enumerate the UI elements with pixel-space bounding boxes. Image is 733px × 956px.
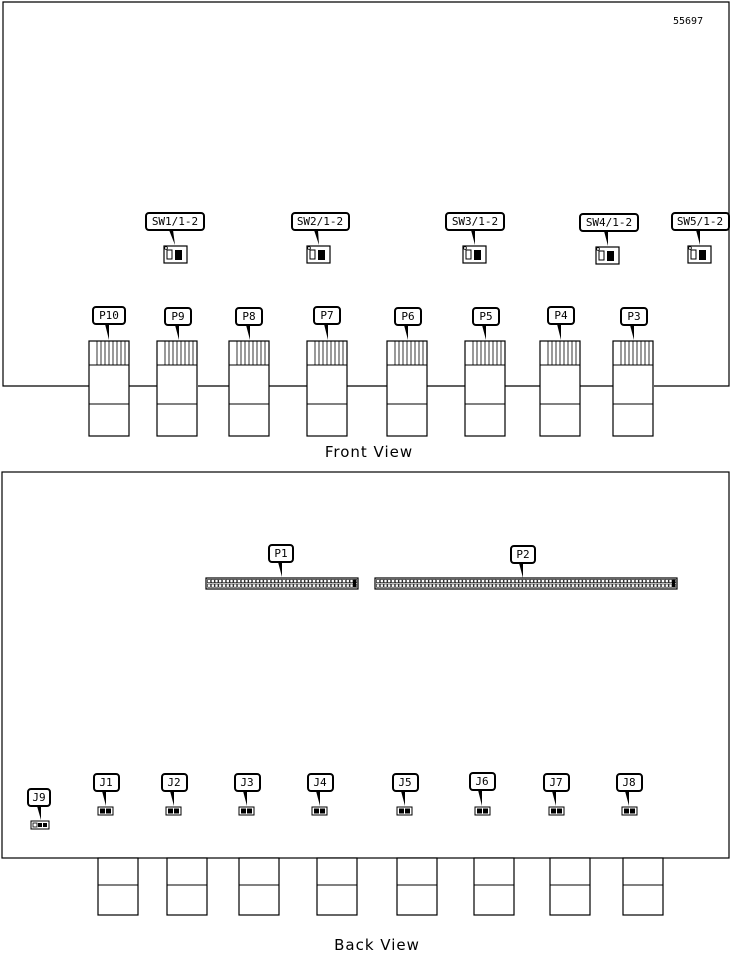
callout-sw1: SW1/1-2	[152, 215, 198, 228]
rj-jack-back	[316, 857, 358, 916]
rj-jack-back	[622, 857, 664, 916]
callout-sw2: SW2/1-2	[297, 215, 343, 228]
callout-p6-group: P6	[394, 307, 422, 340]
callout-j9: J9	[32, 791, 45, 804]
dip-switch-sw3: SW3/1-2	[445, 212, 505, 264]
jumper-j1: J1	[93, 773, 120, 816]
callout-p10-group: P10	[92, 306, 126, 340]
callout-sw3: SW3/1-2	[452, 215, 498, 228]
rj-jack-back	[97, 857, 139, 916]
front-view-board	[2, 1, 730, 387]
rj-jack-back	[549, 857, 591, 916]
callout-j2: J2	[167, 776, 180, 789]
callout-p1: P1	[274, 547, 287, 560]
callout-p5-group: P5	[472, 307, 500, 340]
callout-sw4: SW4/1-2	[586, 216, 632, 229]
callout-p7: P7	[320, 309, 333, 322]
figure-id: 55697	[673, 16, 703, 27]
callout-j3: J3	[240, 776, 253, 789]
callout-p8-group: P8	[235, 307, 263, 340]
p2-pins	[376, 579, 677, 588]
jumper-j7: J7	[543, 773, 570, 816]
jumper-j9: J9	[27, 788, 51, 830]
callout-p7-group: P7	[313, 306, 341, 340]
rj-jack-front	[156, 340, 198, 437]
callout-j1: J1	[99, 776, 112, 789]
front-view-caption: Front View	[325, 443, 413, 461]
back-view-board	[1, 471, 730, 859]
callout-p2: P2	[516, 548, 529, 561]
callout-p9: P9	[171, 310, 184, 323]
dip-switch-sw1: SW1/1-2	[145, 212, 205, 264]
rj-jack-front	[612, 340, 654, 437]
callout-p4-group: P4	[547, 306, 575, 340]
rj-jack-back	[473, 857, 515, 916]
callout-p10: P10	[99, 309, 119, 322]
callout-p3-group: P3	[620, 307, 648, 340]
callout-p8: P8	[242, 310, 255, 323]
callout-p5: P5	[479, 310, 492, 323]
callout-j7: J7	[549, 776, 562, 789]
callout-j4: J4	[313, 776, 327, 789]
callout-j6: J6	[475, 775, 488, 788]
jumper-j5: J5	[392, 773, 419, 816]
jumper-j3: J3	[234, 773, 261, 816]
rj-jack-front	[539, 340, 581, 437]
jumper-j4: J4	[307, 773, 334, 816]
rj-jack-front	[464, 340, 506, 437]
rj-jack-front	[306, 340, 348, 437]
dip-switch-sw2: SW2/1-2	[291, 212, 350, 264]
front-jacks	[88, 340, 654, 437]
rj-jack-back	[396, 857, 438, 916]
callout-j8: J8	[622, 776, 635, 789]
back-jacks	[97, 857, 664, 916]
rj-jack-front	[386, 340, 428, 437]
callout-p6: P6	[401, 310, 414, 323]
callout-p3: P3	[627, 310, 640, 323]
header-p1: P1	[205, 544, 359, 590]
rj-jack-back	[166, 857, 208, 916]
rj-jack-front	[228, 340, 270, 437]
callout-p4: P4	[554, 309, 568, 322]
rj-jack-back	[238, 857, 280, 916]
jumper-j2: J2	[161, 773, 188, 816]
rj-jack-front	[88, 340, 130, 437]
callout-p9-group: P9	[164, 307, 192, 340]
jumper-j6: J6	[469, 772, 496, 816]
callout-j5: J5	[398, 776, 411, 789]
dip-switch-sw5: SW5/1-2	[671, 212, 730, 264]
dip-switch-sw4: SW4/1-2	[579, 213, 639, 265]
back-view-caption: Back View	[334, 936, 420, 954]
jumper-j8: J8	[616, 773, 643, 816]
p1-pins	[207, 579, 358, 588]
header-p2: P2	[374, 545, 678, 590]
callout-sw5: SW5/1-2	[677, 215, 723, 228]
